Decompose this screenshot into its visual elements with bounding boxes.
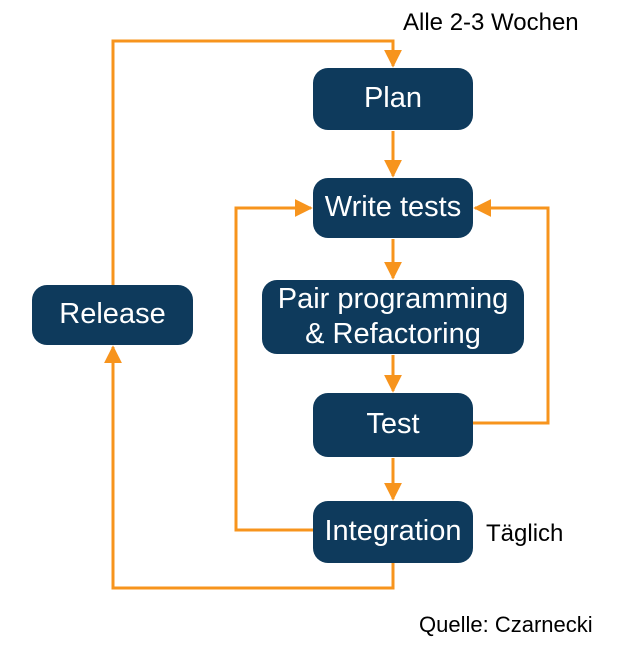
arrow-integration-to-release [104, 345, 395, 590]
node-write-tests: Write tests [313, 178, 473, 238]
cycle-interval-label: Alle 2-3 Wochen [403, 9, 579, 36]
node-pair-programming: Pair programming & Refactoring [262, 280, 524, 354]
node-plan-label: Plan [363, 82, 423, 115]
node-integration-label: Integration [324, 515, 462, 548]
node-integration: Integration [313, 501, 473, 563]
daily-interval-label: Täglich [486, 520, 564, 547]
arrow-integration-to-write-tests [234, 199, 313, 532]
node-write-tests-label: Write tests [324, 191, 462, 224]
arrow-test-to-write-tests [473, 199, 550, 425]
node-pair-programming-label-line2: & Refactoring [305, 318, 481, 350]
node-test: Test [313, 393, 473, 457]
node-release: Release [32, 285, 193, 345]
node-plan: Plan [313, 68, 473, 130]
source-credit-label: Quelle: Czarnecki [419, 612, 593, 637]
node-test-label: Test [366, 408, 420, 441]
node-pair-programming-label-line1: Pair programming [277, 282, 509, 315]
arrow-release-to-plan [111, 39, 402, 285]
node-release-label: Release [59, 298, 166, 331]
